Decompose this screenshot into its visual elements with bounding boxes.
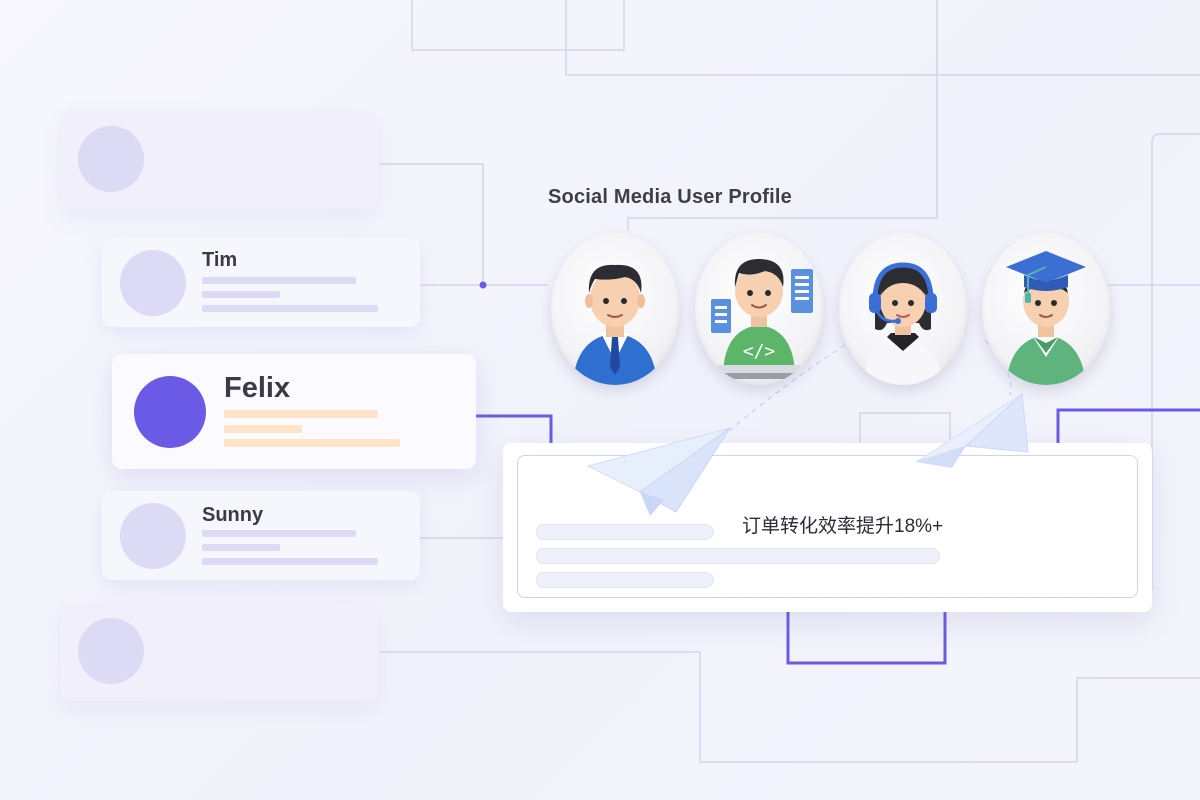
info-bar	[202, 544, 280, 551]
graduate-avatar-icon[interactable]	[982, 233, 1110, 385]
highlight-bar	[224, 410, 378, 418]
paper-plane-icon	[915, 392, 1029, 468]
info-bar	[202, 305, 378, 312]
user-card-placeholder-bottom[interactable]	[60, 602, 378, 701]
businessman-avatar-icon[interactable]	[551, 233, 679, 385]
connector-node	[479, 281, 487, 289]
user-name: Sunny	[202, 504, 264, 526]
highlight-bar	[224, 425, 302, 433]
avatar-placeholder	[78, 618, 144, 684]
user-name: Felix	[224, 372, 291, 404]
developer-avatar-icon[interactable]: </>	[695, 233, 823, 385]
info-bar	[202, 530, 356, 537]
conversion-result-text: 订单转化效率提升18%+	[742, 516, 944, 537]
info-bar	[202, 277, 356, 284]
paper-plane-icon	[586, 427, 731, 516]
info-bar	[202, 558, 378, 565]
avatar-placeholder	[120, 503, 186, 569]
user-card-tim[interactable]: Tim	[102, 238, 420, 327]
placeholder-line	[536, 548, 940, 564]
support-agent-avatar-icon[interactable]	[839, 233, 967, 385]
avatar-selected	[134, 376, 206, 448]
svg-text:</>: </>	[743, 341, 776, 362]
user-card-sunny[interactable]: Sunny	[102, 491, 420, 580]
info-bar	[202, 291, 280, 298]
user-card-felix[interactable]: Felix	[112, 354, 476, 469]
user-card-placeholder-top[interactable]	[60, 110, 378, 209]
avatar-placeholder	[120, 250, 186, 316]
profile-title: Social Media User Profile	[548, 186, 792, 208]
user-name: Tim	[202, 249, 238, 271]
placeholder-line	[536, 524, 714, 540]
placeholder-line	[536, 572, 714, 588]
highlight-bar	[224, 439, 400, 447]
avatar-placeholder	[78, 126, 144, 192]
